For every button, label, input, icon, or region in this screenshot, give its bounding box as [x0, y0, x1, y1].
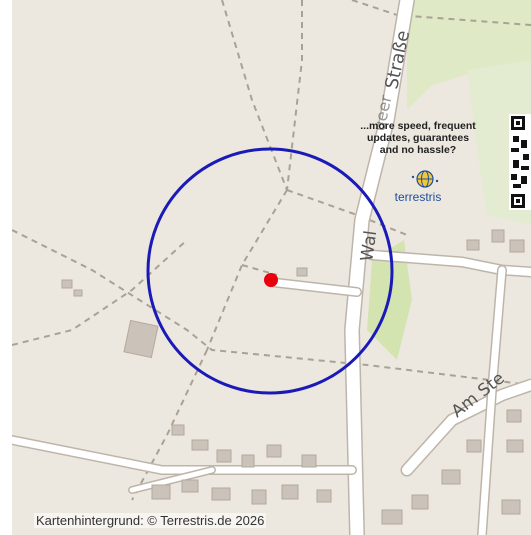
buildings [61, 229, 525, 525]
location-marker[interactable] [264, 273, 278, 287]
search-radius-circle [146, 147, 394, 395]
street-label-mid: Wal [357, 229, 381, 262]
map-canvas[interactable]: Straße ueer Wal Am Ste ...more speed, fr… [12, 0, 531, 535]
terrestris-ad[interactable]: ...more speed, frequent updates, guarant… [332, 112, 504, 230]
basemap: Straße ueer Wal Am Ste [12, 0, 531, 535]
roads [12, 0, 531, 535]
map-attribution[interactable]: Kartenhintergrund: © Terrestris.de 2026 [34, 513, 267, 528]
globe-icon [411, 170, 439, 188]
ad-brand: terrestris [394, 190, 442, 204]
ad-text: ...more speed, frequent updates, guarant… [360, 120, 476, 156]
green-area-top [407, 0, 531, 110]
qr-code-icon[interactable] [509, 114, 531, 210]
